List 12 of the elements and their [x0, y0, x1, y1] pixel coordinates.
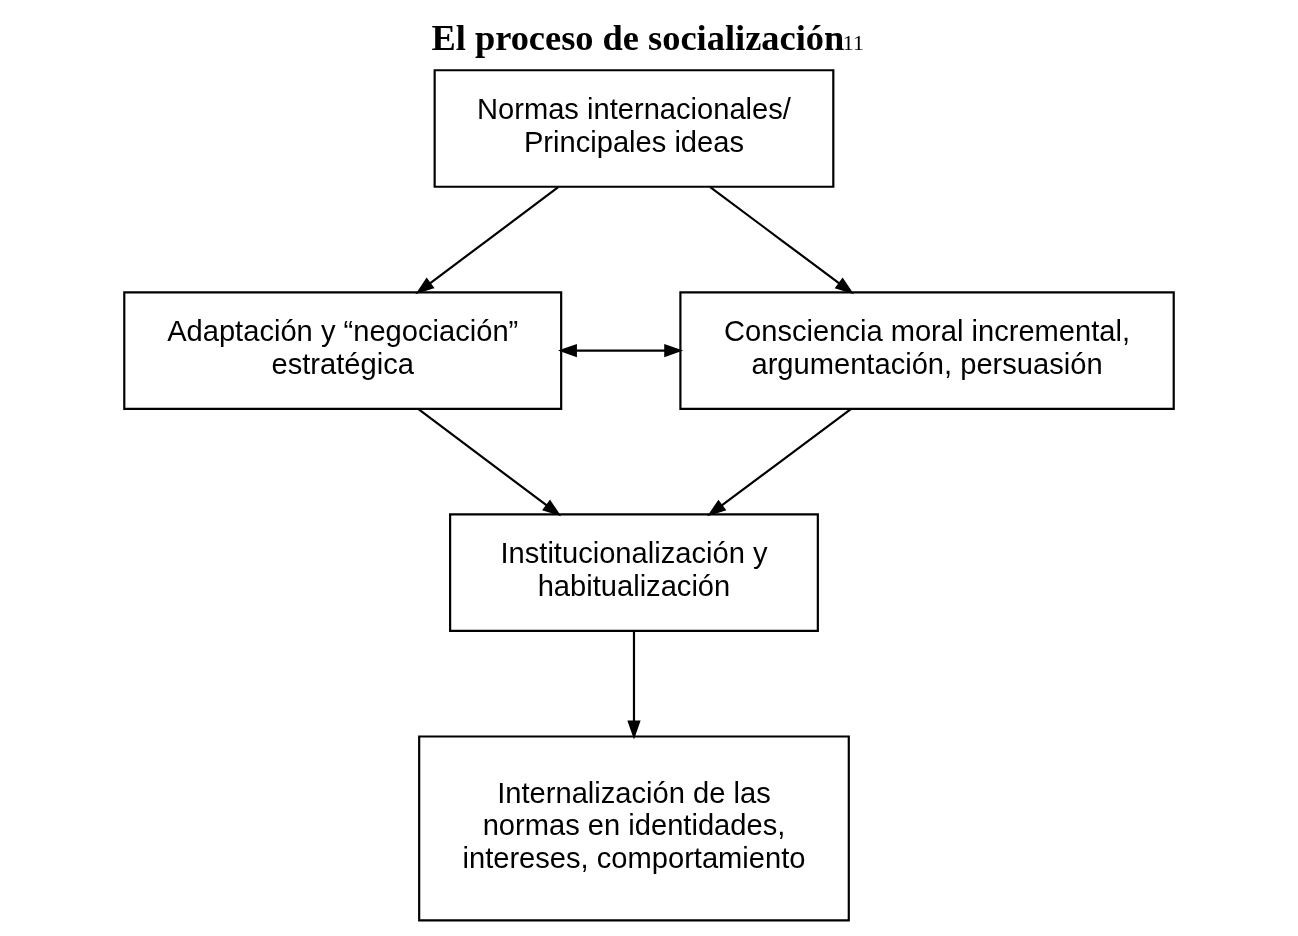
- arrow: [415, 186, 559, 295]
- node-box: Adaptación y “negociación” estratégica: [123, 291, 563, 410]
- arrow: [707, 408, 852, 517]
- arrow: [417, 408, 562, 517]
- node-box: Internalización de las normas en identidades, intereses, comportamiento: [418, 735, 850, 922]
- node-box: Normas internacionales/ Principales ideas: [433, 69, 835, 188]
- node-box: Consciencia moral incremental, argumentación, persuasión: [679, 291, 1175, 410]
- arrow: [627, 631, 641, 740]
- node-box: Institucionalización y habitualización: [449, 513, 819, 632]
- arrow: [557, 343, 684, 358]
- arrow: [709, 186, 854, 295]
- diagram-title: El proceso de socialización11: [431, 18, 864, 59]
